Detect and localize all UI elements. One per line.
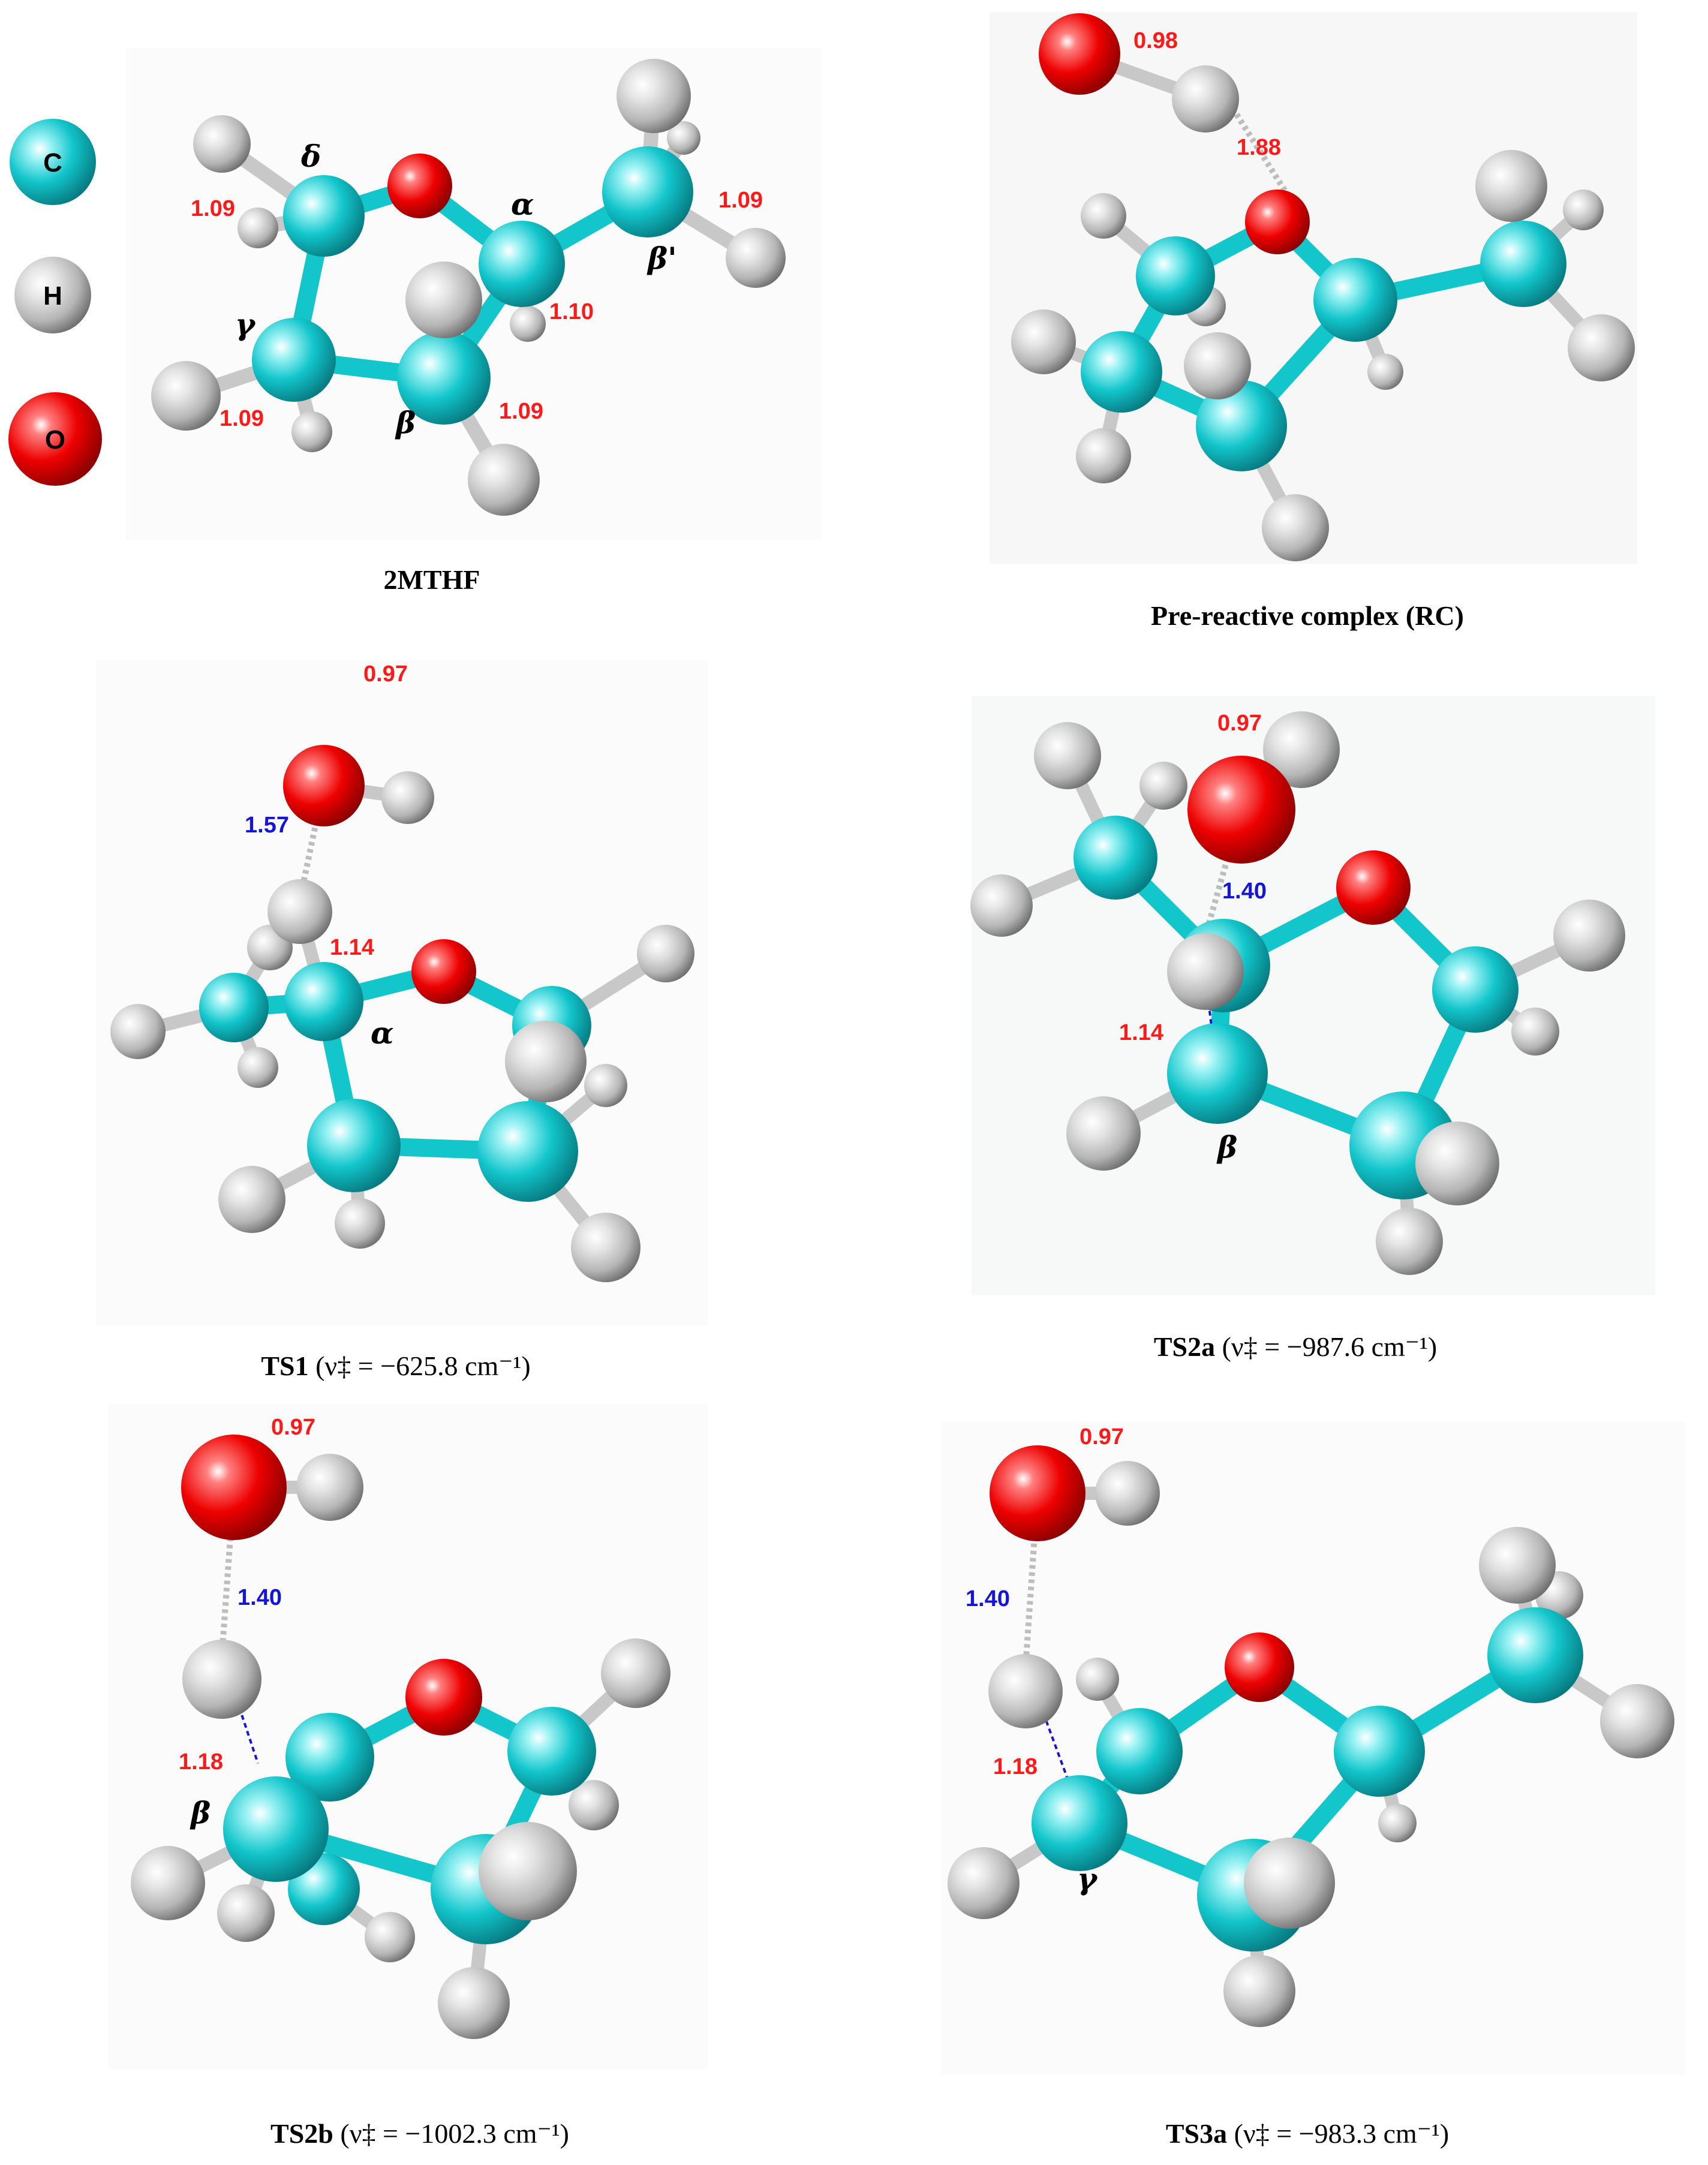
carbon-beta [397, 331, 491, 425]
transferring-hydrogen [1167, 933, 1244, 1010]
title-rc: Pre-reactive complex (RC) [1151, 600, 1464, 631]
distance-label: 1.09 [219, 406, 264, 431]
title-ts2a: TS2a [1153, 1331, 1216, 1362]
panel-ts2b: 0.97 1.40 1.18 β [102, 1397, 714, 2075]
molecule-ts3a: 0.97 1.40 1.18 γ [942, 1421, 1685, 2075]
caption-rc: Pre-reactive complex (RC) [1038, 600, 1577, 632]
caption-ts1: TS1 (ν‡ = −625.8 cm⁻¹) [180, 1349, 612, 1382]
label-alpha: α [371, 1015, 393, 1051]
title-ts2b: TS2b [270, 2118, 333, 2149]
carbon-delta [283, 175, 365, 257]
title-2mthf: 2MTHF [383, 564, 480, 595]
distance-ch: 1.14 [330, 935, 374, 960]
distance-label: 1.09 [718, 188, 763, 213]
distance-hbond: 1.40 [966, 1586, 1010, 1611]
label-beta: β [190, 1795, 211, 1830]
distance-hbond: 1.57 [245, 813, 289, 838]
legend-oxygen-symbol: O [45, 425, 65, 455]
distance-oh: 0.97 [1217, 711, 1262, 736]
distance-ch: 1.18 [179, 1749, 223, 1775]
frequency-ts2b: (ν‡ = −1002.3 cm⁻¹) [333, 2118, 569, 2149]
transferring-hydrogen [182, 1640, 261, 1719]
legend: C H O [8, 119, 102, 486]
legend-oxygen-sphere [8, 392, 102, 486]
label-alpha: α [511, 187, 534, 222]
panel-ts3a: 0.97 1.40 1.18 γ [936, 1415, 1691, 2087]
frequency-ts2a: (ν‡ = −987.6 cm⁻¹) [1215, 1331, 1438, 1362]
carbon-alpha [479, 221, 565, 307]
legend-hydrogen-sphere [14, 257, 91, 333]
label-beta-prime: β' [646, 240, 677, 276]
carbon-gamma [252, 318, 336, 402]
label-delta: δ [300, 139, 321, 174]
legend-carbon-sphere [10, 119, 96, 205]
molecule-ts2a: 0.97 1.40 1.14 β [970, 696, 1655, 1295]
panel-ts2a: 0.97 1.40 1.14 β [966, 690, 1661, 1301]
label-gamma: γ [1077, 1861, 1098, 1896]
molecule-2mthf: C H O [8, 48, 822, 540]
distance-label: 1.09 [499, 399, 543, 424]
distance-ch: 1.18 [993, 1754, 1038, 1779]
oxygen-ring [387, 154, 452, 218]
molecule-ts1: 0.97 1.57 1.14 α [96, 660, 708, 1325]
frequency-ts1: (ν‡ = −625.8 cm⁻¹) [308, 1351, 531, 1381]
caption-ts2b: TS2b (ν‡ = −1002.3 cm⁻¹) [192, 2117, 648, 2149]
carbon-beta-prime [602, 146, 693, 237]
legend-hydrogen-symbol: H [43, 281, 62, 311]
label-beta: β [395, 405, 416, 440]
distance-hbond: 1.88 [1237, 135, 1281, 160]
distance-ch: 1.14 [1119, 1020, 1163, 1045]
caption-ts3a: TS3a (ν‡ = −983.3 cm⁻¹) [1079, 2117, 1535, 2149]
panel-rc: 0.98 1.88 [972, 0, 1691, 576]
distance-label: 1.10 [549, 299, 594, 324]
label-gamma: γ [235, 306, 256, 342]
distance-oh: 0.97 [363, 661, 408, 687]
legend-carbon-symbol: C [43, 148, 62, 178]
panel-ts1: 0.97 1.57 1.14 α [84, 648, 720, 1337]
molecule-ts2b: 0.97 1.40 1.18 β [108, 1403, 708, 2069]
molecule-rc: 0.98 1.88 [990, 12, 1637, 564]
caption-2mthf: 2MTHF [252, 564, 612, 596]
label-beta: β [1216, 1129, 1237, 1165]
title-ts1: TS1 [261, 1351, 309, 1381]
distance-oh: 0.97 [1079, 1424, 1124, 1450]
oxygen-hydroxyl [1039, 13, 1120, 95]
distance-oh: 0.98 [1133, 28, 1178, 53]
distance-label: 1.09 [191, 196, 235, 221]
caption-ts2a: TS2a (ν‡ = −987.6 cm⁻¹) [1068, 1330, 1523, 1363]
distance-hbond: 1.40 [1222, 879, 1267, 904]
distance-hbond: 1.40 [237, 1585, 282, 1610]
transferring-hydrogen [988, 1654, 1063, 1728]
transferring-hydrogen [267, 879, 332, 944]
title-ts3a: TS3a [1165, 2118, 1228, 2149]
frequency-ts3a: (ν‡ = −983.3 cm⁻¹) [1227, 2118, 1450, 2149]
panel-2mthf: C H O [0, 36, 840, 564]
distance-oh: 0.97 [271, 1415, 315, 1440]
